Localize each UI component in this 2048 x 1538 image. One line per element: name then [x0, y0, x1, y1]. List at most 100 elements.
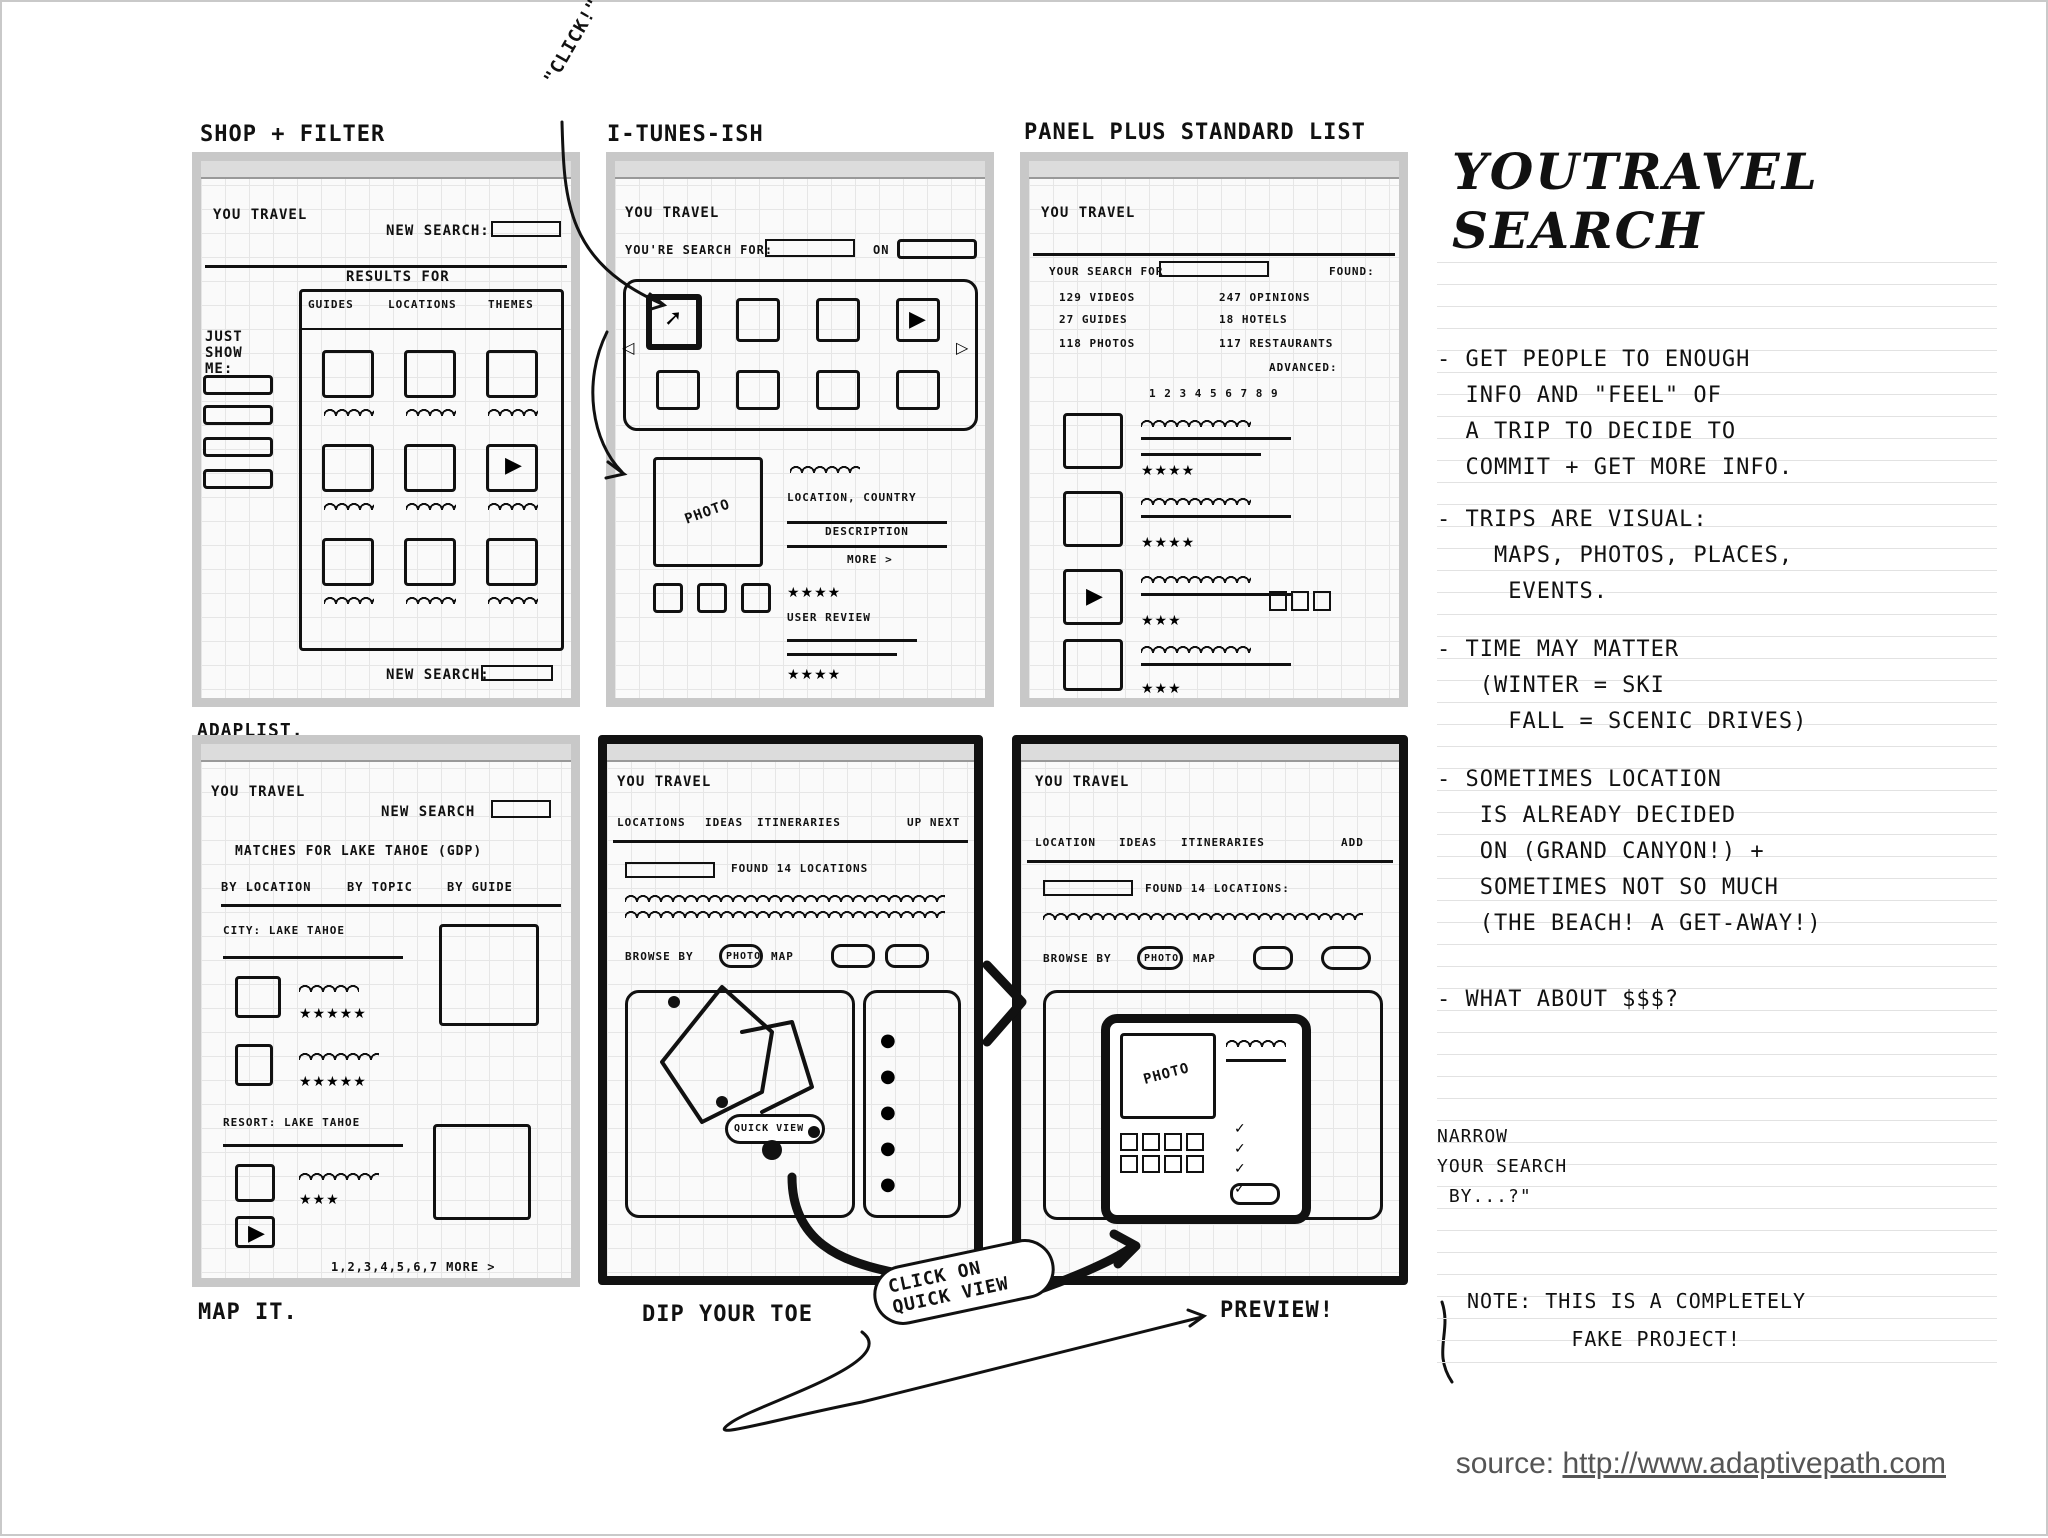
video-thumb[interactable]: ▶ — [896, 298, 940, 342]
panel-label-map-it: MAP IT. — [198, 1300, 298, 1325]
scope-select[interactable] — [897, 239, 977, 259]
note-item: - SOMETIMES LOCATION IS ALREADY DECIDED … — [1437, 767, 1822, 936]
tab-guides[interactable]: GUIDES — [308, 298, 354, 311]
guide-thumb[interactable] — [486, 350, 538, 398]
new-search-input[interactable] — [491, 221, 561, 237]
small-photo[interactable] — [653, 583, 683, 613]
video-thumb[interactable]: ▶ — [486, 444, 538, 492]
browse-other-button[interactable] — [885, 944, 929, 968]
guide-thumb[interactable] — [235, 1164, 275, 1202]
pagination[interactable]: 1 2 3 4 5 6 7 8 9 — [1149, 387, 1279, 400]
tab-locations[interactable]: LOCATIONS — [617, 816, 686, 829]
more-link[interactable]: MORE > — [847, 553, 893, 566]
go-button[interactable] — [1230, 1183, 1280, 1205]
filter-button-3[interactable] — [203, 437, 273, 457]
video-thumb[interactable]: ▶ — [1063, 569, 1123, 625]
guide-thumb[interactable] — [322, 350, 374, 398]
quick-view-preview[interactable]: PHOTO ✓✓✓✓ — [1101, 1014, 1311, 1224]
tab-by-guide[interactable]: BY GUIDE — [447, 880, 513, 894]
guide-thumb[interactable] — [736, 370, 780, 410]
search-input[interactable] — [765, 239, 855, 257]
book-thumb[interactable] — [736, 298, 780, 342]
count-restaurants[interactable]: 117 RESTAURANTS — [1219, 337, 1334, 350]
browse-list-button[interactable] — [1253, 946, 1293, 970]
advanced-link[interactable]: ADVANCED: — [1269, 361, 1338, 374]
book-thumb[interactable] — [235, 1044, 273, 1086]
tab-ideas[interactable]: IDEAS — [1119, 836, 1158, 849]
source-link[interactable]: http://www.adaptivepath.com — [1562, 1447, 1946, 1480]
count-opinions[interactable]: 247 OPINIONS — [1219, 291, 1311, 304]
description-label: DESCRIPTION — [825, 525, 909, 538]
rating-stars: ★★★★★ — [299, 1074, 367, 1090]
rating-stars: ★★★★ — [1141, 463, 1196, 479]
tab-add[interactable]: ADD — [1341, 836, 1364, 849]
browse-photo-button[interactable]: PHOTO — [719, 944, 763, 968]
tab-up-next[interactable]: UP NEXT — [907, 816, 961, 829]
book-thumb[interactable] — [816, 370, 860, 410]
location-input[interactable] — [625, 862, 715, 878]
pagination[interactable]: 1,2,3,4,5,6,7 MORE > — [331, 1260, 496, 1274]
map-thumb[interactable] — [439, 924, 539, 1026]
tab-by-location[interactable]: BY LOCATION — [221, 880, 312, 894]
filter-button-4[interactable] — [203, 469, 273, 489]
guide-thumb[interactable] — [404, 350, 456, 398]
browse-by-label: BROWSE BY — [625, 950, 694, 963]
guide-thumb[interactable] — [1063, 639, 1123, 691]
carousel-right-arrow[interactable]: ▷ — [956, 338, 969, 357]
location-list[interactable]: ●●●●● — [863, 990, 961, 1218]
browse-list-button[interactable] — [831, 944, 875, 968]
filter-button-1[interactable] — [203, 375, 273, 395]
book-thumb[interactable] — [322, 538, 374, 586]
tab-itineraries[interactable]: ITINERARIES — [757, 816, 841, 829]
photo-box[interactable]: PHOTO — [653, 457, 763, 567]
panel-label-preview: PREVIEW! — [1220, 1298, 1334, 1323]
rating-stars: ★★★ — [1141, 613, 1182, 629]
count-videos[interactable]: 129 VIDEOS — [1059, 291, 1136, 304]
guide-thumb[interactable] — [322, 444, 374, 492]
map-thumb[interactable] — [433, 1124, 531, 1220]
list-bullets: ●●●●● — [880, 1030, 896, 1195]
guide-thumb[interactable] — [816, 298, 860, 342]
small-map[interactable] — [741, 583, 771, 613]
new-search-input[interactable] — [491, 800, 551, 818]
guide-thumb[interactable] — [1063, 413, 1123, 469]
tab-ideas[interactable]: IDEAS — [705, 816, 744, 829]
selected-item[interactable]: ➚ — [646, 294, 702, 350]
tab-by-topic[interactable]: BY TOPIC — [347, 880, 413, 894]
count-guides[interactable]: 27 GUIDES — [1059, 313, 1128, 326]
bottom-search-input[interactable] — [481, 665, 553, 681]
count-photos[interactable]: 118 PHOTOS — [1059, 337, 1136, 350]
guide-thumb[interactable] — [404, 444, 456, 492]
count-hotels[interactable]: 18 HOTELS — [1219, 313, 1288, 326]
carousel-left-arrow[interactable]: ◁ — [622, 338, 635, 357]
browse-map-label[interactable]: MAP — [1193, 952, 1216, 965]
map-view[interactable] — [625, 990, 855, 1218]
cursor-icon: ➚ — [664, 306, 683, 331]
book-thumb[interactable] — [486, 538, 538, 586]
book-thumb[interactable] — [656, 370, 700, 410]
review-stars: ★★★★ — [787, 667, 842, 683]
browse-other-button[interactable] — [1321, 946, 1371, 970]
tab-themes[interactable]: THEMES — [488, 298, 534, 311]
results-heading: RESULTS FOR — [346, 269, 450, 285]
search-for-label: YOUR SEARCH FOR — [1049, 265, 1164, 278]
guide-thumb[interactable] — [896, 370, 940, 410]
browse-photo-button[interactable]: PHOTO — [1137, 946, 1183, 970]
location-label: LOCATION, COUNTRY — [787, 491, 917, 504]
browse-map-label[interactable]: MAP — [771, 950, 794, 963]
search-input[interactable] — [1159, 261, 1269, 277]
guide-thumb[interactable] — [235, 976, 281, 1018]
tab-itineraries[interactable]: ITINERARIES — [1181, 836, 1265, 849]
tab-locations[interactable]: LOCATIONS — [388, 298, 457, 311]
filter-button-2[interactable] — [203, 405, 273, 425]
tab-location[interactable]: LOCATION — [1035, 836, 1096, 849]
matches-heading: MATCHES FOR LAKE TAHOE (GDP) — [235, 844, 483, 859]
just-show-label: JUST SHOW ME: — [205, 329, 243, 377]
guide-thumb[interactable] — [404, 538, 456, 586]
video-thumb[interactable]: ▶ — [235, 1216, 275, 1248]
location-input[interactable] — [1043, 880, 1133, 896]
small-photo[interactable] — [697, 583, 727, 613]
quick-view-button[interactable]: QUICK VIEW — [725, 1114, 825, 1144]
book-thumb[interactable] — [1063, 491, 1123, 547]
